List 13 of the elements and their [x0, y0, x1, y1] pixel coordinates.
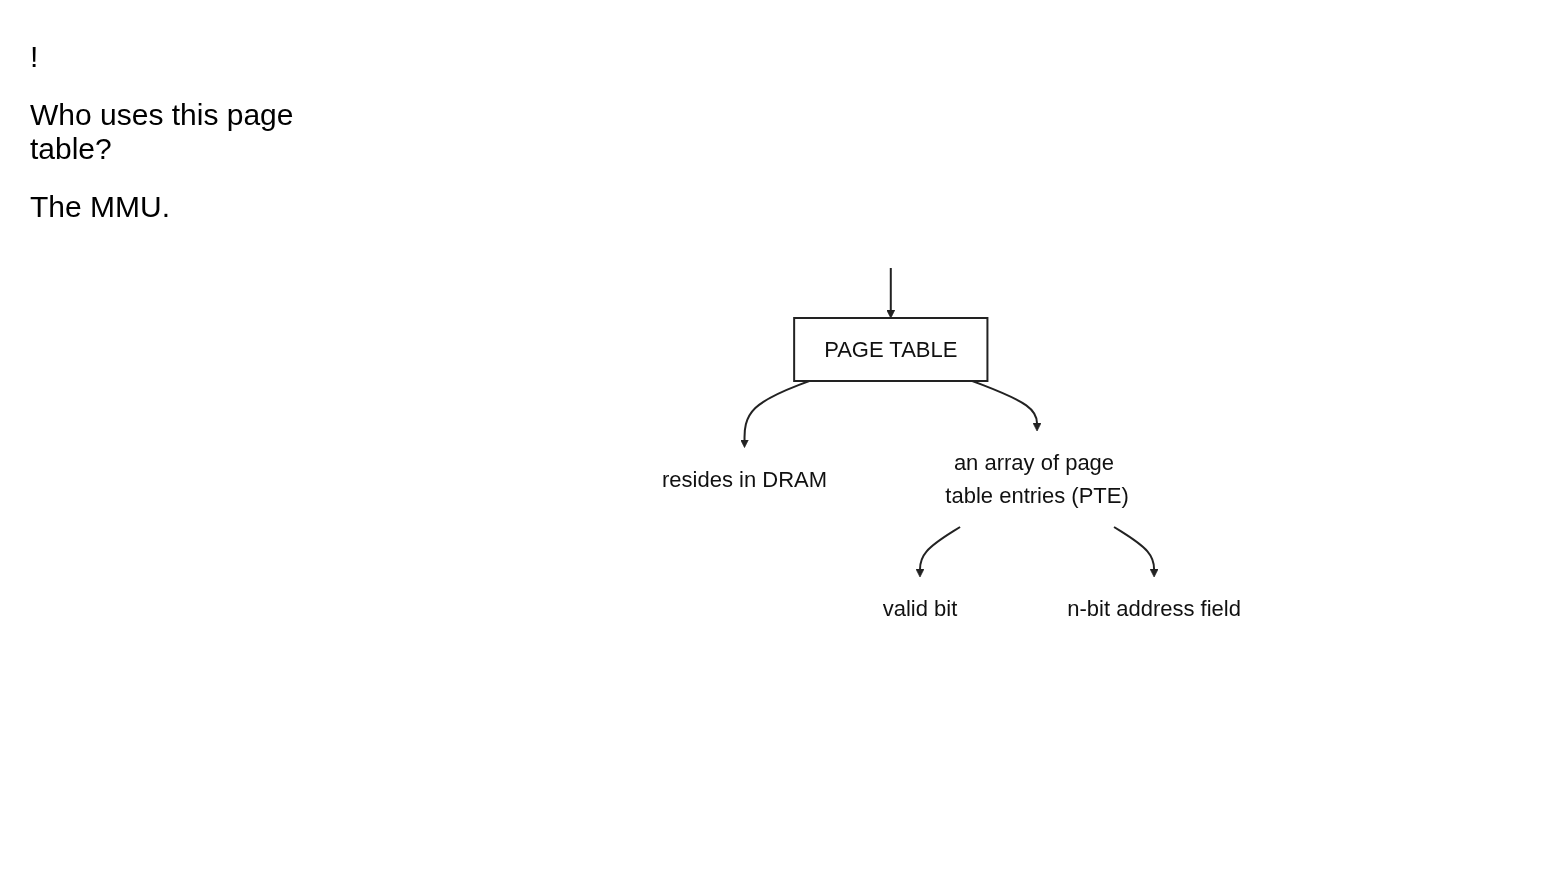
arrow [885, 266, 895, 318]
node-text: resides in DRAM [661, 466, 827, 491]
node-text: valid bit [882, 595, 957, 621]
note-text: Who uses this page table? [30, 98, 295, 166]
node-text: an array of page table entries (PTE) [944, 449, 1129, 508]
exclamation-note: ! [30, 40, 40, 74]
arrow [915, 525, 961, 577]
node-text: n-bit address field [1066, 595, 1241, 621]
arrow [739, 379, 810, 448]
note-text: The MMU. [30, 190, 171, 224]
arrow [970, 379, 1041, 431]
arrow [1112, 525, 1159, 577]
node-box: PAGE TABLE [792, 316, 988, 382]
